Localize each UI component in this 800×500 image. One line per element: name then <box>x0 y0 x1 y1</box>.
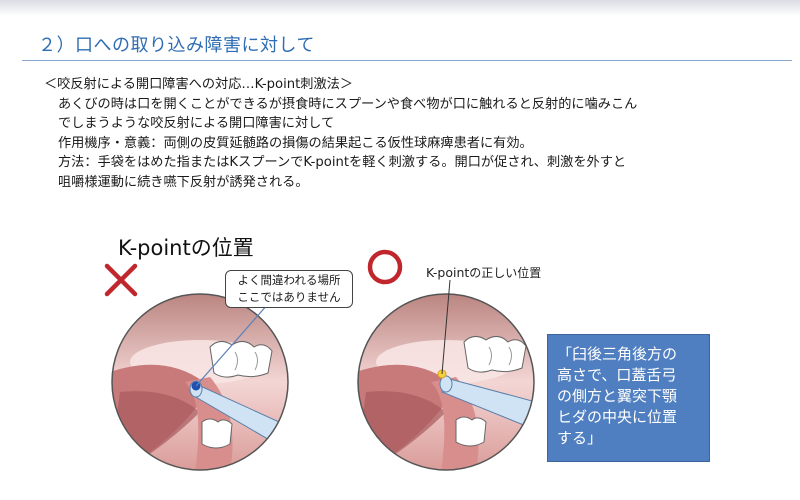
definition-line: ヒダの中央に位置 <box>557 408 678 426</box>
title-divider <box>22 60 792 61</box>
body-line: でしまうような咬反射による開口障害に対して <box>58 116 335 132</box>
wrong-position-illustration <box>111 293 289 471</box>
definition-box: 「臼後三角後方の 高さで、口蓋舌弓 の側方と翼突下顎 ヒダの中央に位置 する」 <box>547 334 710 462</box>
top-banner <box>0 0 800 16</box>
correct-position-text: の正しい位置 <box>469 266 542 280</box>
body-line: 作用機序・意義：両側の皮質延髄路の損傷の結果起こる仮性球麻痺患者に有効。 <box>58 135 533 151</box>
definition-line: 高さで、口蓋舌弓 <box>557 366 677 384</box>
correct-leader-line <box>441 279 451 375</box>
correct-position-label: K-pointの正しい位置 <box>426 264 541 281</box>
body-line: 咀嚼様運動に続き嚥下反射が誘発される。 <box>58 174 309 190</box>
definition-line: 「臼後三角後方の <box>557 345 678 363</box>
body-text: ＜咬反射による開口障害への対応…K-point刺激法＞ あくびの時は口を開くこと… <box>44 75 784 193</box>
section-heading: ＜咬反射による開口障害への対応…K-point刺激法＞ <box>44 77 354 92</box>
wrong-mark-icon <box>104 263 138 297</box>
callout-line: よく間違われる場所 <box>237 273 341 287</box>
callout-line: ここではありません <box>237 290 341 304</box>
definition-line: する」 <box>557 429 603 447</box>
correct-mark-icon <box>367 249 403 285</box>
page-title: ２）口への取り込み障害に対して <box>38 35 315 56</box>
body-line: 方法：手袋をはめた指またはKスプーンでK-pointを軽く刺激する。開口が促され… <box>58 155 627 171</box>
figure-title: K-pointの位置 <box>118 236 254 260</box>
kpoint-text: K-point <box>426 265 470 280</box>
wrong-position-callout: よく間違われる場所 ここではありません <box>225 270 353 308</box>
definition-line: の側方と翼突下顎 <box>557 387 678 405</box>
wrong-leader-line <box>195 303 269 387</box>
body-line: あくびの時は口を開くことができるが摂食時にスプーンや食べ物が口に触れると反射的に… <box>58 96 638 112</box>
